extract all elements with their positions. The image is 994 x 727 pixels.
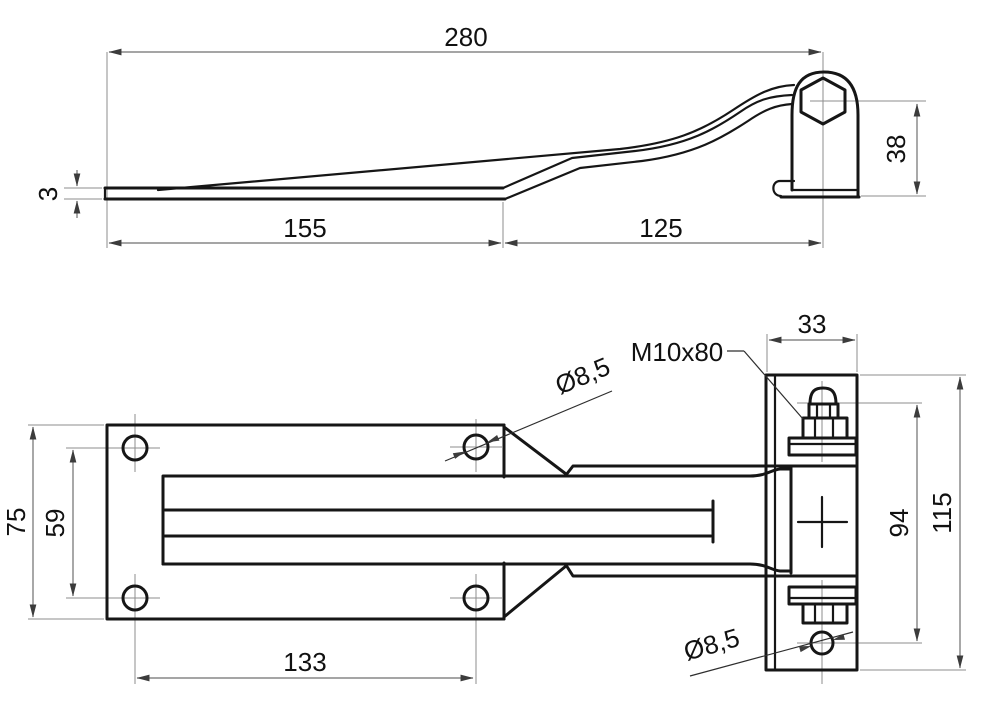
strap-top-surface [156, 83, 796, 192]
flange-edge-top [564, 464, 859, 477]
knuckle-flare-bottom [748, 562, 793, 573]
dim-3-label: 3 [33, 187, 63, 201]
mount-hole [462, 433, 490, 461]
dim-155-label: 155 [283, 213, 326, 243]
mount-hole [462, 584, 490, 612]
bolt-spec-label: M10x80 [631, 337, 724, 367]
mount-hole [121, 584, 149, 612]
cap-nut-hex [807, 402, 840, 420]
dia-arrow [452, 451, 465, 459]
strap-upper-edge [501, 93, 794, 190]
plate-outline [105, 423, 506, 621]
bracket-plate [764, 373, 859, 672]
bracket-outline [790, 70, 860, 199]
strap-outline-top [161, 474, 752, 566]
cap-nut-dome [808, 386, 838, 406]
knuckle-flare-top [748, 467, 793, 478]
hex-nut-bottom [801, 602, 849, 625]
dim-59-label: 59 [40, 509, 70, 538]
bolt-leader [743, 350, 804, 420]
strap-lower-edge [503, 102, 794, 201]
mount-hole [121, 434, 149, 462]
hook-curl [772, 179, 796, 198]
dim-133-label: 133 [283, 647, 326, 677]
flange-edge-bottom [564, 563, 859, 578]
side-view: 280 155 125 3 38 [33, 22, 926, 248]
plan-view: 75 59 133 33 94 115 Ø8,5 M10x80 Ø8,5 [1, 309, 966, 684]
washer-top [787, 436, 858, 457]
dim-38-label: 38 [881, 135, 911, 164]
dia-arrow [799, 646, 812, 653]
hex-nut-top [801, 416, 849, 440]
dim-115-label: 115 [927, 492, 957, 533]
dia-leader-bottom [689, 631, 854, 677]
hole-diameter-top-label: Ø8,5 [551, 351, 615, 400]
hex-bolt-head [799, 76, 847, 126]
dia-leader-top [444, 390, 613, 462]
dim-94-label: 94 [884, 509, 914, 538]
dim-75-label: 75 [1, 508, 31, 537]
dim-280-label: 280 [444, 22, 487, 52]
plate-taper-bottom [502, 564, 568, 619]
hole-diameter-bottom-label: Ø8,5 [680, 622, 742, 666]
dim-33-label: 33 [798, 309, 827, 339]
dia-arrow [832, 633, 845, 640]
dia-arrow [487, 435, 500, 443]
plate-taper-top [502, 425, 568, 476]
dim-125-label: 125 [639, 213, 682, 243]
